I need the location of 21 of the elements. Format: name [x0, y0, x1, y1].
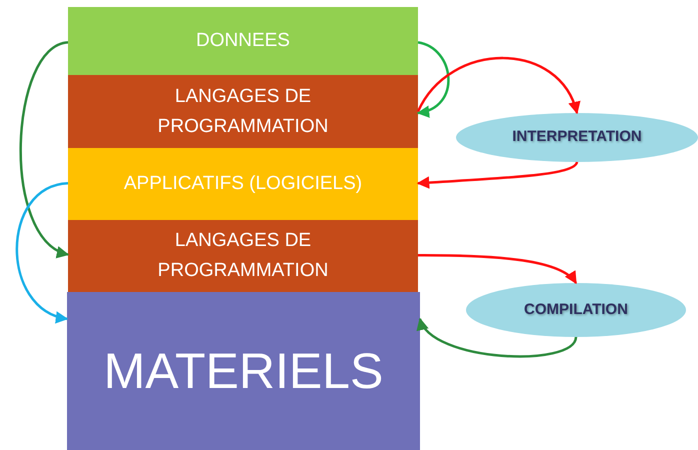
node-label: DONNEES	[195, 28, 291, 53]
layer-band	[68, 148, 418, 220]
node-label: LANGAGES DE PROGRAMMATION	[156, 84, 330, 138]
layer-band	[68, 220, 418, 292]
curved-arrow	[416, 161, 578, 189]
node-label: APPLICATIFS (LOGICIELS)	[122, 172, 364, 196]
layer-band	[68, 7, 418, 75]
node-label: INTERPRETATION	[511, 127, 643, 148]
process-ellipse	[466, 283, 686, 337]
curved-arrow	[418, 254, 577, 284]
curved-arrow	[20, 41, 70, 256]
node-label: COMPILATION	[523, 300, 629, 320]
node-label: MATERIELS	[102, 342, 384, 400]
curved-arrow	[418, 318, 578, 358]
curved-arrow	[416, 56, 580, 114]
curved-arrow	[416, 41, 450, 116]
curved-arrow	[16, 182, 68, 322]
process-ellipse	[456, 113, 698, 162]
layer-band	[67, 292, 420, 450]
layer-band	[68, 75, 418, 148]
node-label: LANGAGES DE PROGRAMMATION	[156, 229, 330, 283]
